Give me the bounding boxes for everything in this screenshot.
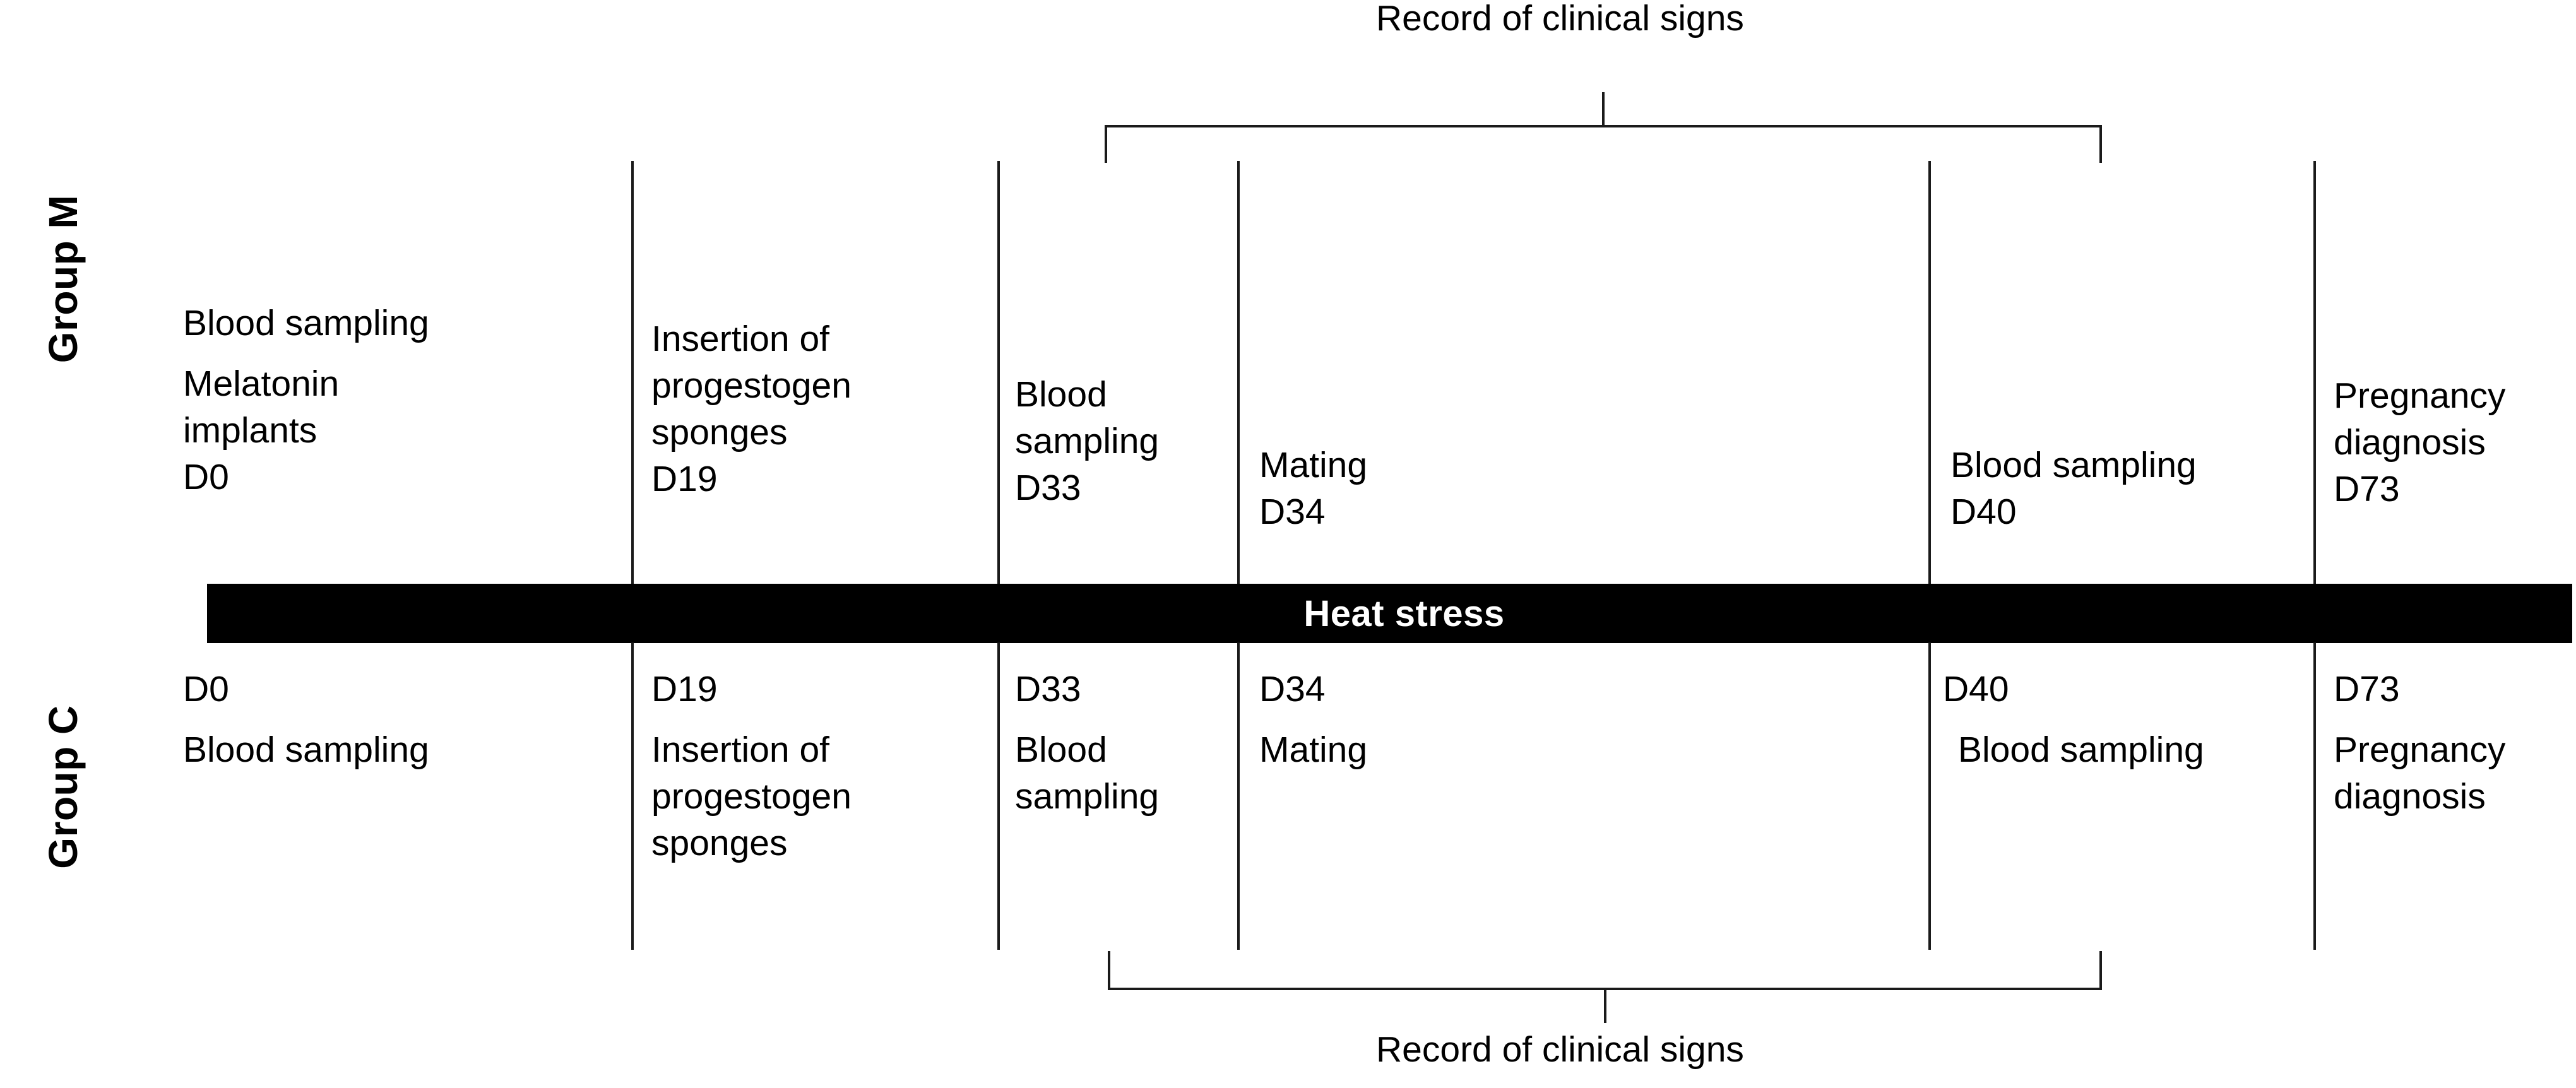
- group-c-event-d33: D33 Blood sampling: [1015, 666, 1159, 820]
- top-brace-center-tick: [1602, 92, 1605, 127]
- group-c-d33-line1: Blood: [1015, 730, 1107, 770]
- separator-line-bottom-d40: [1928, 642, 1931, 950]
- heat-stress-bar: Heat stress: [207, 584, 2572, 643]
- group-c-event-d40: D40 Blood sampling: [1943, 666, 2204, 773]
- group-m-d40-line1: Blood sampling: [1950, 445, 2197, 485]
- group-m-d0-line1: Blood sampling: [183, 303, 429, 343]
- group-c-d19-line2: progestogen: [651, 776, 852, 817]
- spacer: [183, 713, 429, 726]
- separator-line-top-d40: [1928, 161, 1931, 584]
- group-m-d19-line3: sponges: [651, 412, 788, 452]
- heat-stress-label: Heat stress: [1303, 593, 1505, 634]
- group-c-d0-line1: Blood sampling: [183, 730, 429, 770]
- group-m-d33-line1: Blood: [1015, 374, 1107, 415]
- spacer: [1015, 713, 1159, 726]
- group-c-d73-day: D73: [2334, 669, 2400, 709]
- group-c-d19-line1: Insertion of: [651, 730, 829, 770]
- top-record-clinical-signs-caption: Record of clinical signs: [1376, 0, 1744, 38]
- group-m-event-d40: Blood sampling D40: [1950, 442, 2197, 535]
- bottom-brace-center-tick: [1604, 988, 1606, 1023]
- group-c-d40-line1: Blood sampling: [1958, 730, 2204, 770]
- group-c-d19-line3: sponges: [651, 823, 788, 863]
- bottom-record-clinical-signs-caption: Record of clinical signs: [1376, 1029, 1744, 1070]
- separator-line-bottom-d34: [1237, 642, 1240, 950]
- group-m-d19-line1: Insertion of: [651, 319, 829, 359]
- separator-line-top-d33: [997, 161, 1000, 584]
- bottom-brace: [1108, 951, 2102, 1023]
- separator-line-bottom-d33: [997, 642, 1000, 950]
- group-c-d33-day: D33: [1015, 669, 1081, 709]
- group-c-d34-day: D34: [1259, 669, 1326, 709]
- group-c-label: Group C: [40, 705, 86, 869]
- spacer: [1259, 713, 1367, 726]
- group-c-d0-day: D0: [183, 669, 229, 709]
- group-c-d40-day: D40: [1943, 669, 2009, 709]
- group-c-event-d19: D19 Insertion of progestogen sponges: [651, 666, 852, 866]
- group-m-d73-day: D73: [2334, 469, 2400, 509]
- group-c-d33-line2: sampling: [1015, 776, 1160, 817]
- group-c-event-d73: D73 Pregnancy diagnosis: [2334, 666, 2506, 820]
- group-m-d40-day: D40: [1950, 492, 2017, 532]
- group-c-d73-line2: diagnosis: [2334, 776, 2486, 817]
- group-m-d34-day: D34: [1259, 492, 1326, 532]
- group-m-d73-line1: Pregnancy: [2334, 375, 2506, 416]
- group-m-d0-line3: implants: [183, 410, 318, 451]
- group-m-d19-day: D19: [651, 459, 718, 499]
- group-m-d33-line2: sampling: [1015, 421, 1160, 461]
- group-c-d34-line1: Mating: [1259, 730, 1368, 770]
- group-m-event-d33: Blood sampling D33: [1015, 371, 1159, 511]
- group-c-d73-line1: Pregnancy: [2334, 730, 2506, 770]
- group-m-d0-day: D0: [183, 457, 229, 497]
- top-brace-right-cap: [2099, 125, 2102, 163]
- group-m-event-d19: Insertion of progestogen sponges D19: [651, 316, 852, 502]
- separator-line-top-d19: [631, 161, 634, 584]
- group-c-d19-day: D19: [651, 669, 718, 709]
- group-m-d19-line2: progestogen: [651, 365, 852, 406]
- bottom-brace-left-cap: [1108, 951, 1110, 990]
- separator-line-top-d34: [1237, 161, 1240, 584]
- bottom-brace-right-cap: [2099, 951, 2102, 990]
- group-m-d34-line1: Mating: [1259, 445, 1368, 485]
- group-m-event-d34: Mating D34: [1259, 442, 1367, 535]
- group-c-event-d34: D34 Mating: [1259, 666, 1367, 773]
- group-m-event-d73: Pregnancy diagnosis D73: [2334, 372, 2506, 512]
- group-m-d0-line2: Melatonin: [183, 364, 340, 404]
- group-m-event-d0: Blood sampling Melatonin implants D0: [183, 300, 429, 500]
- group-m-d73-line2: diagnosis: [2334, 422, 2486, 463]
- separator-line-bottom-d73: [2313, 642, 2316, 950]
- top-brace: [1105, 92, 2102, 163]
- spacer: [1943, 713, 2204, 726]
- spacer: [651, 713, 852, 726]
- separator-line-bottom-d19: [631, 642, 634, 950]
- group-m-d33-day: D33: [1015, 468, 1081, 508]
- group-c-event-d0: D0 Blood sampling: [183, 666, 429, 773]
- spacer: [2334, 713, 2506, 726]
- group-m-label: Group M: [40, 194, 86, 364]
- separator-line-top-d73: [2313, 161, 2316, 584]
- spacer: [183, 346, 429, 360]
- top-brace-left-cap: [1105, 125, 1107, 163]
